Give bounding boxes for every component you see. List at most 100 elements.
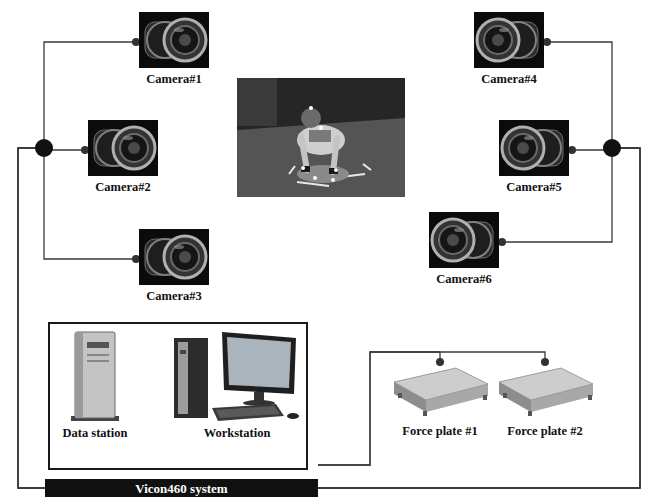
monitor-frame xyxy=(222,332,296,394)
monitor-screen xyxy=(227,337,291,388)
plate-foot xyxy=(483,395,487,400)
camera-label: Camera#1 xyxy=(136,72,212,87)
camera-icon xyxy=(499,120,569,176)
wrist-band xyxy=(301,166,310,172)
camera-backdrop xyxy=(88,120,158,176)
camera-node: Camera#4 xyxy=(471,12,547,87)
camera-highlight xyxy=(524,136,534,140)
camera-node: Camera#5 xyxy=(496,120,572,195)
camera-highlight xyxy=(454,228,464,232)
camera-highlight xyxy=(174,28,184,32)
cable-connector xyxy=(318,148,640,488)
plate-foot xyxy=(423,411,427,416)
camera-lens-inner xyxy=(509,134,537,162)
camera-icon xyxy=(139,12,209,68)
camera-lens-center xyxy=(128,142,140,154)
camera-backdrop xyxy=(139,12,209,68)
station-display xyxy=(87,342,109,348)
cable-connector xyxy=(18,148,136,488)
connector-dot xyxy=(543,38,551,46)
cable-connector xyxy=(318,42,640,488)
camera-lens-center xyxy=(447,234,459,246)
camera-lens-inner xyxy=(439,226,467,254)
camera-icon xyxy=(139,229,209,285)
plate-foot xyxy=(503,393,507,398)
station-label: Data station xyxy=(60,426,131,441)
mouse xyxy=(287,413,299,419)
plate-label: Force plate #2 xyxy=(492,424,598,439)
station-slot xyxy=(87,360,109,362)
reflective-marker xyxy=(301,166,305,170)
cable-connector xyxy=(318,148,640,488)
subject-garment xyxy=(309,130,331,142)
pc-tower-front xyxy=(178,342,188,414)
camera-lens xyxy=(432,219,474,261)
camera-lens-inner xyxy=(171,26,199,54)
camera-icon xyxy=(474,12,544,68)
connector-dot xyxy=(568,146,576,154)
plate-top xyxy=(394,368,488,400)
reflective-marker xyxy=(319,126,323,130)
camera-label: Camera#4 xyxy=(471,72,547,87)
workstation-label: Workstation xyxy=(169,426,305,441)
camera-icon xyxy=(429,212,499,268)
plate-top xyxy=(499,368,593,400)
plate-foot xyxy=(588,395,592,400)
device-node: Workstation xyxy=(169,330,305,441)
subject-arm xyxy=(333,138,337,172)
camera-lens-inner xyxy=(171,243,199,271)
subject-arm xyxy=(301,136,307,170)
camera-lens xyxy=(164,236,206,278)
camera-backdrop xyxy=(139,229,209,285)
station-case xyxy=(75,332,115,418)
device-node: Data station xyxy=(60,330,131,441)
reflective-marker xyxy=(309,106,313,110)
plate-foot xyxy=(528,411,532,416)
photo-floor xyxy=(237,118,405,197)
cable-connector xyxy=(318,352,545,465)
connector-dot xyxy=(132,255,140,263)
camera-label: Camera#5 xyxy=(496,180,572,195)
camera-node: Camera#2 xyxy=(85,120,161,195)
system-box: Vicon460 system Data station Workstation xyxy=(45,322,318,497)
camera-backdrop xyxy=(474,12,544,68)
connector-dot xyxy=(132,38,140,46)
camera-lens xyxy=(477,19,519,61)
subject-legs xyxy=(297,165,349,183)
camera-backdrop xyxy=(429,212,499,268)
camera-lens xyxy=(113,127,155,169)
floor-tape xyxy=(363,164,371,170)
camera-lens-inner xyxy=(484,26,512,54)
camera-highlight xyxy=(174,245,184,249)
connector-dot xyxy=(436,358,444,366)
camera-label: Camera#6 xyxy=(426,272,502,287)
camera-node: Camera#6 xyxy=(426,212,502,287)
subject-head xyxy=(301,108,321,128)
connector-dot xyxy=(541,358,549,366)
system-bar: Vicon460 system xyxy=(45,479,318,497)
photo-background xyxy=(237,78,405,197)
keyboard-keys xyxy=(216,406,280,418)
camera-lens-center xyxy=(179,251,191,263)
plate-icon xyxy=(495,362,595,420)
cable-connector xyxy=(318,352,440,465)
station-side xyxy=(75,332,83,418)
camera-node: Camera#1 xyxy=(136,12,212,87)
camera-label: Camera#3 xyxy=(136,289,212,304)
plate-icon xyxy=(390,362,490,420)
connector-dot xyxy=(81,146,89,154)
floor-tape xyxy=(289,166,295,174)
camera-node: Camera#3 xyxy=(136,229,212,304)
pc-tower xyxy=(174,338,208,418)
junction-dot xyxy=(603,139,621,157)
camera-lens xyxy=(502,127,544,169)
photo-wall-detail xyxy=(237,78,277,126)
camera-lens-inner xyxy=(120,134,148,162)
camera-backdrop xyxy=(499,120,569,176)
camera-highlight xyxy=(123,136,133,140)
reflective-marker xyxy=(313,176,317,180)
camera-icon xyxy=(88,120,158,176)
camera-lens xyxy=(164,19,206,61)
reflective-marker xyxy=(331,178,335,182)
